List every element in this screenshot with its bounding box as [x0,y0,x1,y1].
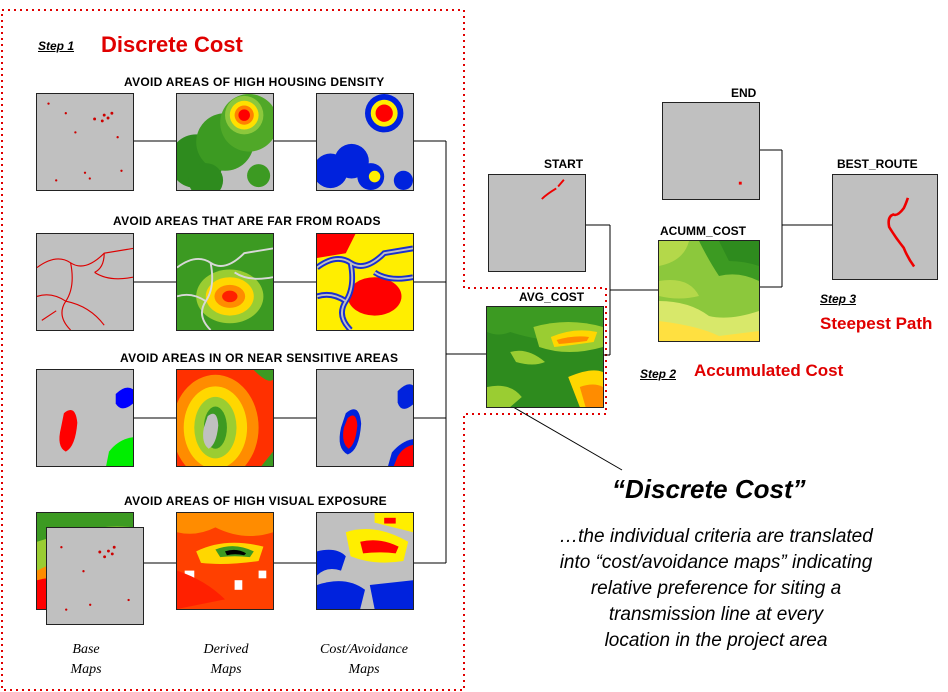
step1-title: Discrete Cost [101,32,243,57]
start-label: START [544,157,584,171]
base-map-housing [36,93,134,191]
cost-map-housing [316,93,414,191]
derived-map-visual [176,512,274,610]
avg-cost-map [486,306,604,408]
step1-label: Step 1 [38,39,75,53]
callout-body: …the individual criteria are translated … [559,526,873,651]
step2-title: Accumulated Cost [694,361,844,380]
derived-map-roads [176,233,274,331]
start-map [488,174,586,272]
best-route-label: BEST_ROUTE [837,157,918,171]
cost-map-visual [316,512,414,610]
row-title-roads: AVOID AREAS THAT ARE FAR FROM ROADS [113,214,381,228]
callout-title: “Discrete Cost” [612,474,806,504]
base-map-sensitive [36,369,134,467]
acumm-cost-map [658,240,760,342]
base-map-visual-front [46,527,144,625]
best-route-map [832,174,938,280]
row-title-visual: AVOID AREAS OF HIGH VISUAL EXPOSURE [124,494,387,508]
step3-title: Steepest Path [820,314,933,333]
end-label: END [731,86,757,100]
derived-map-housing [176,93,274,191]
derived-map-sensitive [176,369,274,467]
step3-label: Step 3 [820,292,857,306]
row-title-sensitive: AVOID AREAS IN OR NEAR SENSITIVE AREAS [120,351,399,365]
acumm-cost-label: ACUMM_COST [660,224,746,238]
end-map [662,102,760,200]
step2-label: Step 2 [640,367,677,381]
cost-map-roads [316,233,414,331]
cost-map-sensitive [316,369,414,467]
avg-cost-label: AVG_COST [519,290,585,304]
connector-lines [134,140,832,564]
base-map-roads [36,233,134,331]
row-title-housing: AVOID AREAS OF HIGH HOUSING DENSITY [124,75,385,89]
